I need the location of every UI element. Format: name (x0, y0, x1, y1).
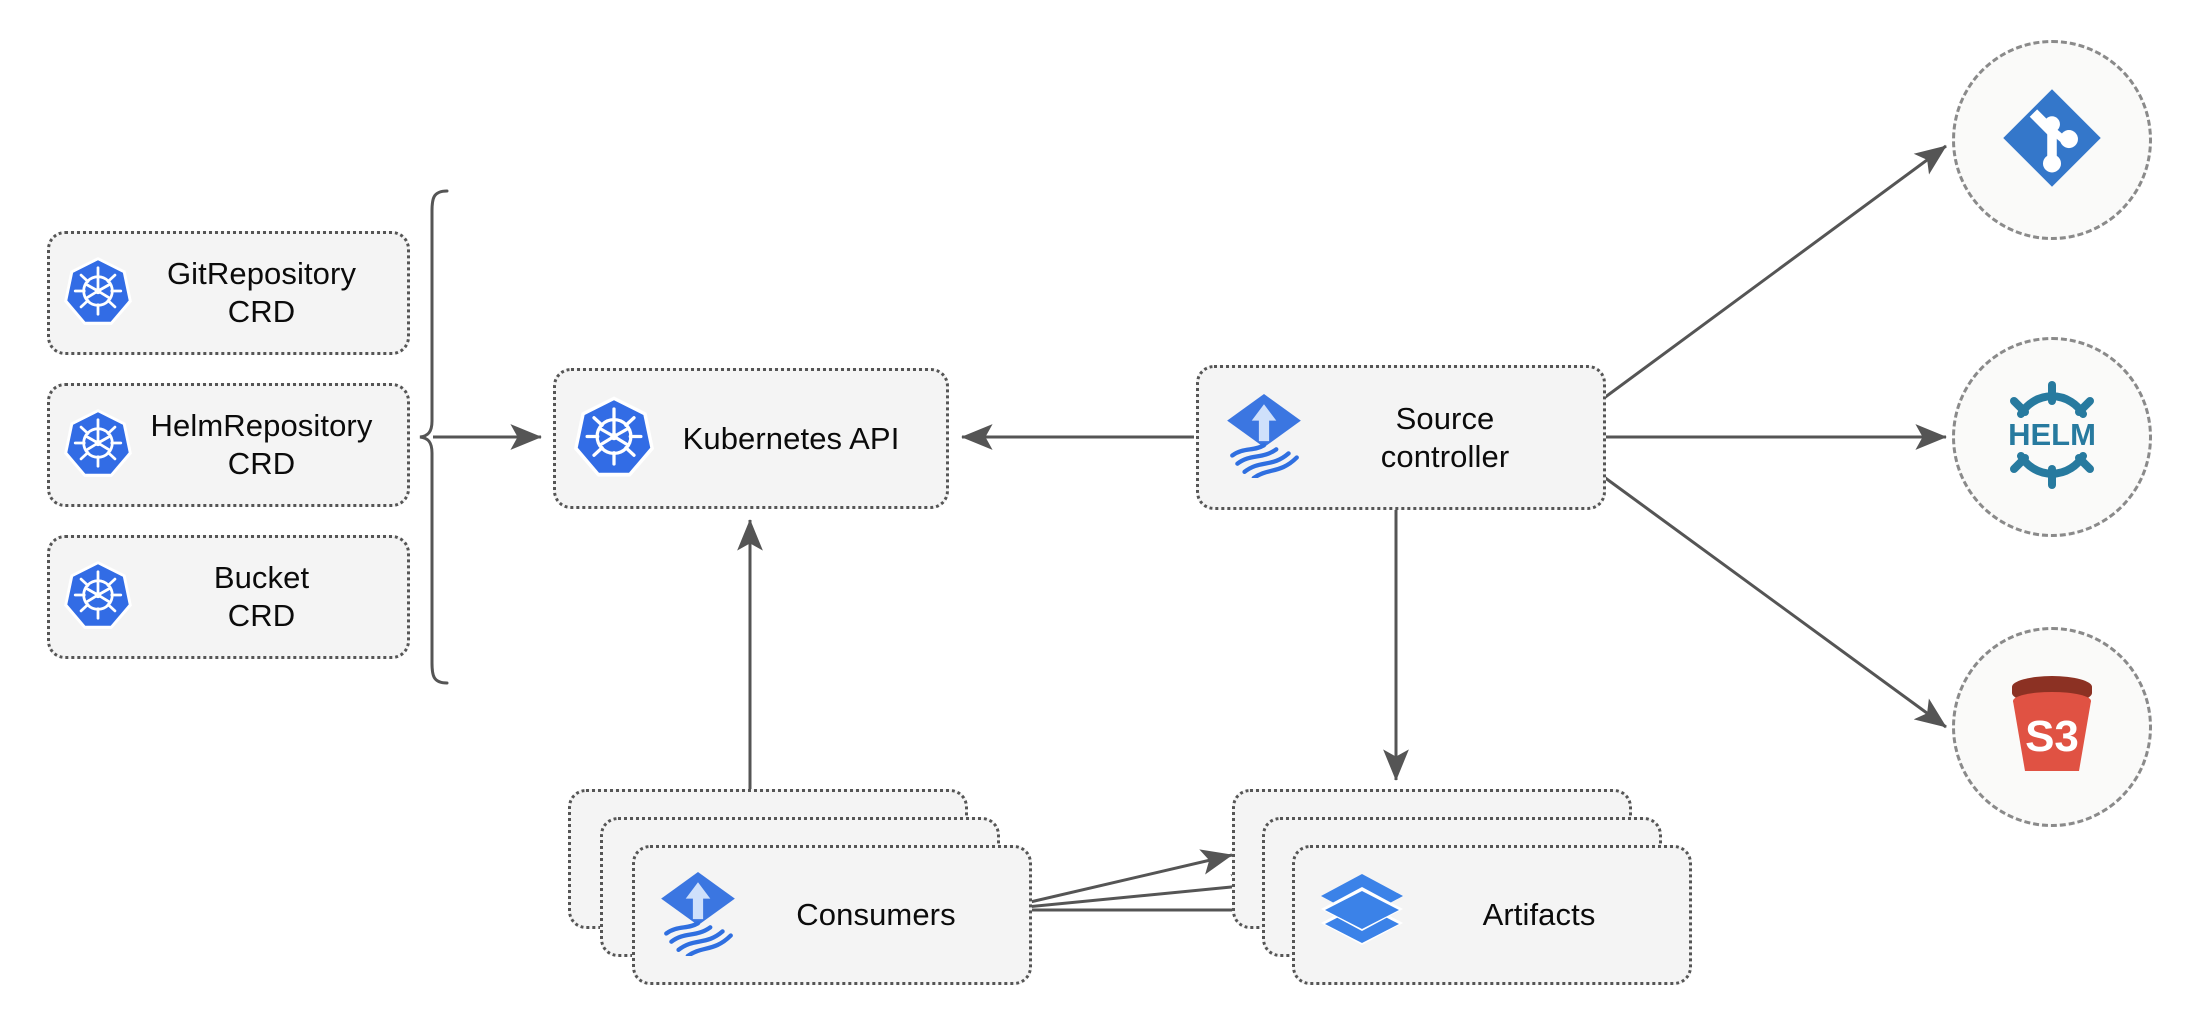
crd-box-gitrepository[interactable]: GitRepository CRD (47, 231, 410, 355)
node-kubernetes-api[interactable]: Kubernetes API (553, 368, 949, 509)
node-label-artifacts: Artifacts (1482, 897, 1596, 933)
kubernetes-icon (64, 407, 132, 484)
source-circle-s3[interactable]: S3 (1952, 627, 2152, 827)
crd-box-bucket[interactable]: Bucket CRD (47, 535, 410, 659)
crd-label-helmrepository: HelmRepository CRD (150, 408, 373, 481)
crd-box-helmrepository[interactable]: HelmRepository CRD (47, 383, 410, 507)
git-icon (1999, 85, 2105, 196)
flux-icon (657, 870, 739, 961)
svg-text:S3: S3 (2025, 712, 2079, 761)
node-artifacts[interactable]: Artifacts (1292, 845, 1692, 985)
flux-icon (1223, 392, 1305, 483)
node-consumers[interactable]: Consumers (632, 845, 1032, 985)
source-circle-git[interactable] (1952, 40, 2152, 240)
kubernetes-icon (574, 394, 654, 484)
node-label-source-controller: Source controller (1380, 400, 1510, 474)
svg-text:HELM: HELM (2008, 417, 2096, 452)
edge-consumers-to-artifacts-2 (995, 874, 1263, 912)
node-source-controller[interactable]: Source controller (1196, 365, 1606, 510)
source-circle-helm[interactable]: HELM (1952, 337, 2152, 537)
edge-source-controller-to-s3 (1603, 475, 1947, 729)
kubernetes-icon (64, 559, 132, 636)
s3-icon: S3 (2000, 671, 2104, 784)
node-label-consumers: Consumers (796, 897, 956, 933)
edge-source-controller-to-git (1603, 144, 1947, 400)
node-label-kubernetes-api: Kubernetes API (682, 420, 900, 456)
crd-label-gitrepository: GitRepository CRD (166, 256, 357, 329)
crd-label-bucket: Bucket CRD (213, 560, 310, 633)
helm-icon: HELM (1994, 379, 2110, 496)
layers-icon (1319, 872, 1405, 959)
crd-group-brace (419, 189, 449, 685)
kubernetes-icon (64, 255, 132, 332)
